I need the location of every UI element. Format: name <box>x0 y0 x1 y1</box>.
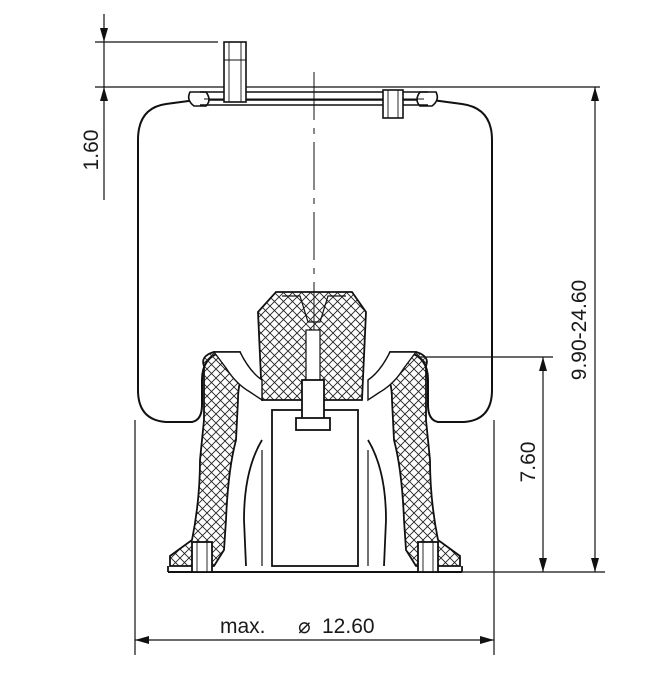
arrow-diameter-left <box>135 636 149 644</box>
top-plate <box>187 41 439 119</box>
dimension-lines <box>95 14 605 655</box>
arrow-base-top <box>539 357 547 371</box>
diameter-prefix-label: max. <box>220 615 266 638</box>
top-offset-dimension-label: 1.60 <box>80 130 103 171</box>
arrowheads <box>100 28 599 644</box>
arrow-height-bottom <box>591 558 599 572</box>
air-fitting-top-right <box>382 89 404 119</box>
arrow-top-offset-upper <box>100 28 108 42</box>
diameter-symbol: ⌀ <box>298 615 311 638</box>
arrow-top-offset-lower <box>100 87 108 101</box>
arrow-base-bottom <box>539 558 547 572</box>
base-height-dimension-label: 7.60 <box>517 442 540 483</box>
arrow-diameter-right <box>480 636 494 644</box>
stud-bottom-left <box>191 541 213 573</box>
overall-height-dimension-label: 9.90-24.60 <box>568 280 591 380</box>
piston <box>167 291 463 573</box>
stud-bottom-right <box>417 541 439 573</box>
stud-top-left <box>223 41 247 103</box>
diameter-value-label: 12.60 <box>322 615 375 638</box>
arrow-height-top <box>591 87 599 101</box>
